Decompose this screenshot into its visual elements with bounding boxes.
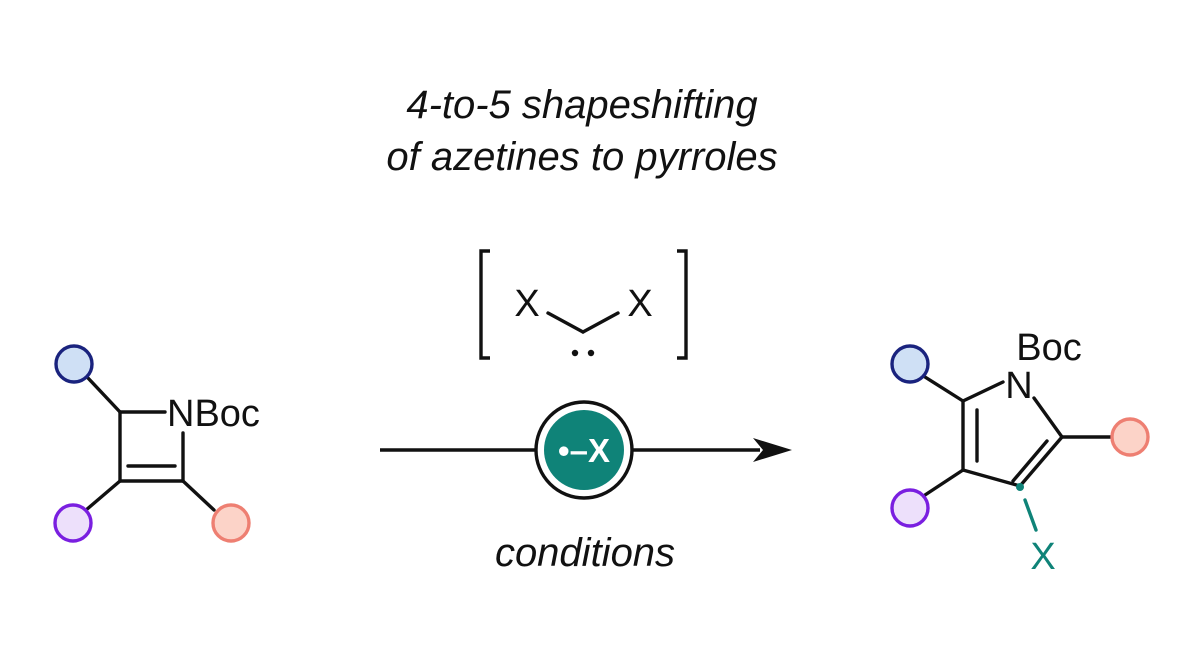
purple-substituent-circle — [890, 488, 930, 528]
salmon-substituent-circle — [211, 503, 251, 543]
conditions-label: conditions — [495, 531, 675, 575]
pyrrole-boc-label: Boc — [1016, 327, 1081, 369]
salmon-substituent-circle — [1110, 417, 1150, 457]
badge-teal-disc — [544, 410, 624, 490]
carbene-reagent: X X — [479, 249, 688, 360]
pyrrole-n-label: N — [1005, 365, 1032, 407]
radical-dot — [1016, 483, 1024, 491]
pyrrole-structure: Boc N X — [890, 327, 1150, 578]
carbene-bond-right — [581, 311, 620, 334]
radical-x-badge: •–X — [534, 400, 634, 500]
purple-substituent-circle — [53, 503, 93, 543]
left-bracket — [479, 249, 490, 360]
carbene-bond-left — [546, 311, 585, 334]
azetine-structure: NBoc — [53, 344, 260, 543]
blue-substituent-circle — [890, 344, 930, 384]
pyrrole-bond-n-c5 — [1032, 396, 1064, 439]
azetine-bond-to-blue — [86, 376, 122, 414]
lone-pair-dot-right — [587, 349, 595, 357]
pyrrole-bond-c5-c4 — [1018, 435, 1064, 488]
right-bracket — [677, 249, 688, 360]
pyrrole-bond-c-x — [1023, 498, 1038, 532]
pyrrole-bond-to-blue — [923, 375, 965, 403]
arrow-head — [753, 438, 792, 462]
carbene-x-right: X — [627, 283, 652, 325]
carbene-x-left: X — [514, 283, 539, 325]
pyrrole-bond-c4-c3 — [961, 468, 1022, 488]
reaction-arrow — [380, 438, 792, 462]
azetine-nboc-label: NBoc — [167, 393, 260, 435]
pyrrole-bond-c2-n — [961, 380, 1005, 403]
lone-pair-dot-left — [571, 349, 579, 357]
azetine-bond-to-salmon — [181, 479, 216, 512]
blue-substituent-circle — [54, 344, 94, 384]
title-line-2: of azetines to pyrroles — [386, 135, 777, 179]
pyrrole-bond-to-purple — [923, 468, 965, 497]
title-line-1: 4-to-5 shapeshifting — [406, 83, 757, 127]
azetine-bond-to-purple — [84, 479, 122, 512]
pyrrole-double-bond-c5-c4-inner — [1011, 439, 1049, 483]
badge-label: •–X — [558, 432, 610, 469]
pyrrole-x-label: X — [1030, 536, 1055, 578]
